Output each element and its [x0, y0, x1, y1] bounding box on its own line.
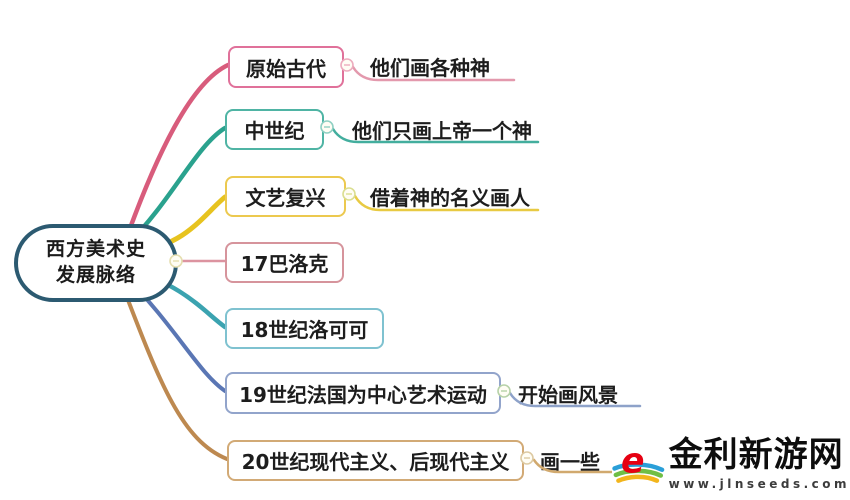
collapse-circle-root[interactable]: [169, 254, 183, 268]
logo-e: e: [621, 441, 644, 481]
root-title-line2: 发展脉络: [55, 264, 136, 286]
root-node[interactable]: 西方美术史 发展脉络: [14, 224, 178, 302]
child-underline-7: [532, 458, 616, 474]
topic-label: 文艺复兴: [245, 186, 326, 210]
watermark-url[interactable]: www.jlnseeds.com: [668, 476, 850, 491]
topic-france-19[interactable]: 19世纪法国为中心艺术运动: [225, 372, 501, 414]
watermark-site-name: 金利新游网: [668, 435, 844, 476]
topic-label: 中世纪: [244, 119, 305, 143]
topic-label: 原始古代: [246, 56, 326, 81]
child-underline-1: [351, 65, 516, 82]
root-title-line1: 西方美术史: [45, 238, 146, 261]
topic-label: 19世纪法国为中心艺术运动: [239, 382, 487, 407]
child-note-one-god[interactable]: 他们只画上帝一个神: [352, 119, 532, 143]
child-note-gods[interactable]: 他们画各种神: [370, 56, 490, 80]
child-note-landscape[interactable]: 开始画风景: [518, 383, 618, 407]
watermark-logo: e: [612, 441, 665, 483]
child-note-paint-people[interactable]: 借着神的名义画人: [370, 186, 530, 210]
topic-primitive-ancient[interactable]: 原始古代: [228, 46, 344, 88]
topic-modernism-20[interactable]: 20世纪现代主义、后现代主义: [227, 440, 524, 481]
collapse-circle-3[interactable]: [342, 187, 356, 201]
child-underline-6: [508, 391, 642, 408]
collapse-circle-6[interactable]: [497, 384, 511, 398]
watermark[interactable]: e 金利新游网 www.jlnseeds.com: [612, 430, 850, 498]
topic-renaissance[interactable]: 文艺复兴: [225, 176, 346, 217]
branch-line-1: [122, 62, 231, 245]
collapse-circle-1[interactable]: [340, 58, 354, 72]
collapse-circle-2[interactable]: [320, 120, 334, 134]
topic-label: 18世纪洛可可: [240, 318, 369, 342]
topic-middle-ages[interactable]: 中世纪: [225, 109, 324, 150]
logo-arc-yellow: [616, 474, 660, 483]
child-underline-2: [331, 127, 540, 144]
topic-label: 17巴洛克: [240, 252, 329, 276]
topic-label: 20世纪现代主义、后现代主义: [241, 450, 510, 474]
logo-arc-blue: [612, 462, 665, 473]
topic-baroque-17[interactable]: 17巴洛克: [225, 242, 344, 283]
branch-line-7: [116, 272, 229, 461]
child-underline-3: [353, 194, 540, 212]
topic-rococo-18[interactable]: 18世纪洛可可: [225, 308, 384, 349]
logo-arc-green: [613, 468, 664, 478]
collapse-circle-7[interactable]: [520, 451, 534, 465]
